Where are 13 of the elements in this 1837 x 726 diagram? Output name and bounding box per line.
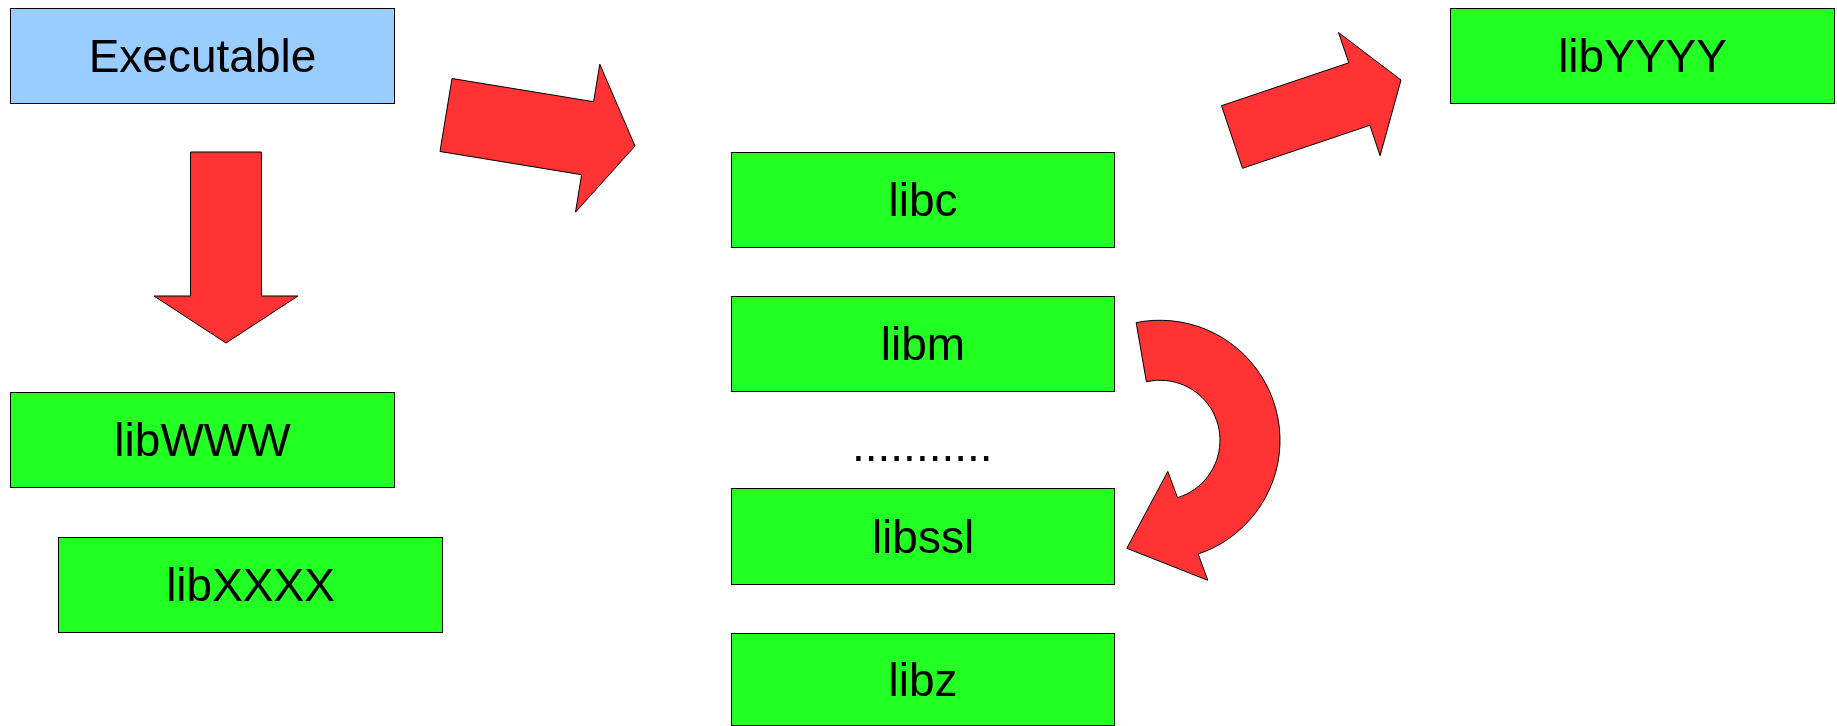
library-box: libssl [731,488,1115,585]
ellipsis-text: ........... [852,418,993,472]
block-arrow [1221,32,1402,169]
library-box: libYYYY [1450,8,1835,104]
library-box: libXXXX [58,537,443,633]
curved-block-arrow [1126,319,1281,581]
block-arrow [439,63,636,213]
executable-box: Executable [10,8,395,104]
block-arrow [153,151,299,344]
library-box: libz [731,633,1115,726]
library-box: libc [731,152,1115,248]
library-box: libm [731,296,1115,392]
library-box: libWWW [10,392,395,488]
